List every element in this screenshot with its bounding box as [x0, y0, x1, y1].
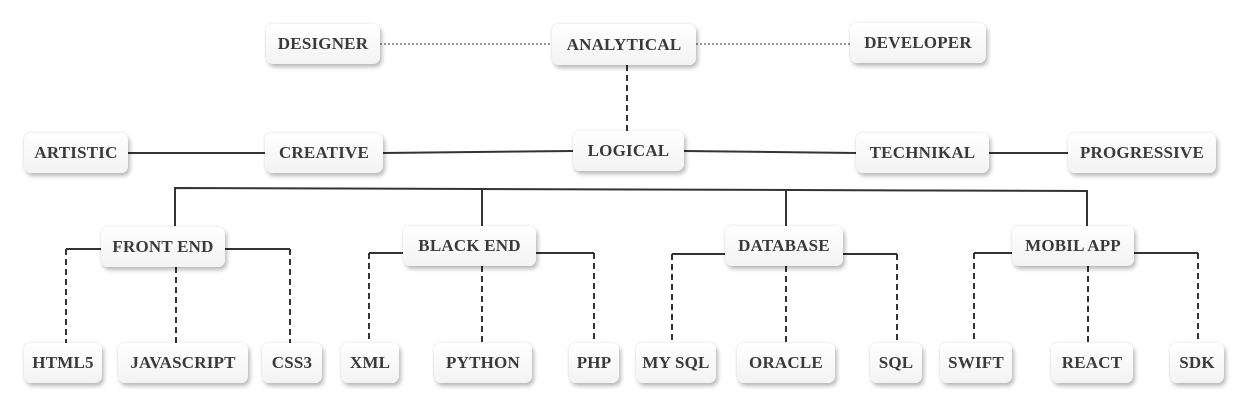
node-creative: CREATIVE [265, 133, 383, 173]
edge-branch-bus [174, 186, 1088, 226]
node-database: DATABASE [725, 226, 843, 266]
node-php: PHP [569, 343, 619, 383]
node-mobil-app: MOBIL APP [1012, 226, 1134, 266]
node-technikal: TECHNIKAL [856, 133, 989, 173]
edge-logical-technikal [683, 150, 857, 154]
node-designer: DESIGNER [266, 24, 380, 64]
node-sdk: SDK [1170, 343, 1224, 383]
node-my-sql: MY SQL [636, 343, 716, 383]
node-sql: SQL [870, 343, 922, 383]
node-analytical: ANALYTICAL [552, 24, 696, 65]
node-javascript: JAVASCRIPT [118, 343, 248, 383]
node-artistic: ARTISTIC [24, 133, 128, 173]
node-react: REACT [1051, 343, 1133, 383]
node-progressive: PROGRESSIVE [1068, 133, 1216, 173]
node-swift: SWIFT [940, 343, 1012, 383]
node-css3: CSS3 [262, 343, 322, 383]
node-black-end: BLACK END [403, 226, 536, 266]
node-oracle: ORACLE [737, 343, 835, 383]
node-xml: XML [341, 343, 399, 383]
node-developer: DEVELOPER [850, 23, 986, 63]
node-python: PYTHON [434, 343, 532, 383]
edge-creative-logical [382, 150, 574, 154]
node-html5: HTML5 [24, 343, 102, 383]
node-front-end: FRONT END [101, 227, 225, 267]
node-logical: LOGICAL [573, 131, 684, 171]
